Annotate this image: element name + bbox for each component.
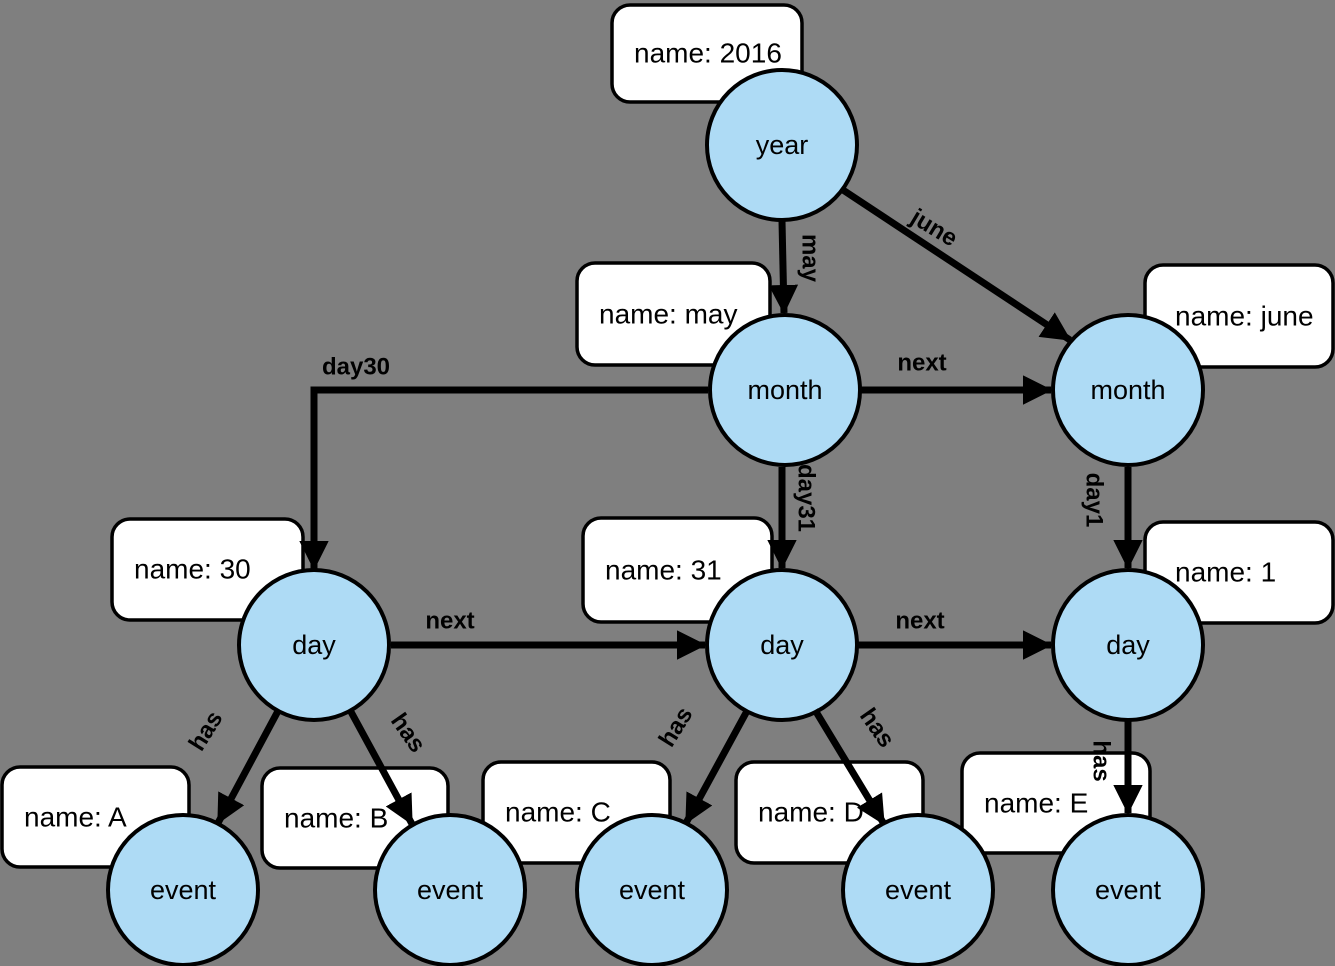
edge-label-day1: day1: [1081, 473, 1108, 528]
node-label-day-31: day: [760, 630, 804, 660]
graph-edges: [214, 187, 1143, 826]
node-label-month-june: month: [1090, 375, 1165, 405]
edge-label-day31: day31: [793, 464, 820, 532]
edge-label-day30: day30: [322, 354, 390, 381]
node-label-event-e: event: [1095, 875, 1162, 905]
edge-label-next-months: next: [897, 350, 946, 377]
graph-node-day-1: [1051, 568, 1205, 722]
edge-day-31-event-d: [812, 708, 887, 826]
graph-node-event-b: [373, 813, 527, 966]
node-label-event-b: event: [417, 875, 484, 905]
node-label-month-may: month: [747, 375, 822, 405]
node-label-event-c: event: [619, 875, 686, 905]
property-boxes: name: 2016 name: may name: june name: 30…: [0, 3, 1335, 870]
property-label-day-1: name: 1: [1175, 557, 1276, 588]
property-label-year: name: 2016: [634, 38, 782, 69]
edge-month-may-day-30: [299, 386, 708, 571]
property-label-month-june: name: june: [1175, 301, 1314, 332]
property-label-event-b: name: B: [284, 803, 388, 834]
property-label-day-31: name: 31: [605, 555, 722, 586]
edge-label-next-day31-1: next: [895, 608, 944, 635]
property-label-event-e: name: E: [984, 788, 1088, 819]
graph-node-event-a: [106, 813, 260, 966]
edge-day-30-event-b: [346, 708, 416, 826]
property-label-month-may: name: may: [599, 299, 738, 330]
property-label-day-30: name: 30: [134, 554, 251, 585]
graph-node-day-31: [705, 568, 859, 722]
node-label-year: year: [756, 130, 809, 160]
edge-year-month-may: [768, 220, 799, 315]
graph-node-year: [705, 68, 859, 222]
property-label-event-a: name: A: [24, 802, 127, 833]
graph-nodes: year month month day day day event event…: [106, 68, 1205, 966]
node-label-day-1: day: [1106, 630, 1150, 660]
graph-node-event-e: [1051, 813, 1205, 966]
edge-label-next-day30-31: next: [425, 608, 474, 635]
property-label-event-d: name: D: [758, 797, 864, 828]
graph-node-event-d: [841, 813, 995, 966]
property-label-event-c: name: C: [505, 797, 611, 828]
graph-node-month-may: [708, 313, 862, 467]
graph-node-month-june: [1051, 313, 1205, 467]
node-label-event-a: event: [150, 875, 217, 905]
node-label-day-30: day: [292, 630, 336, 660]
edge-label-may: may: [797, 234, 824, 283]
edge-day-31-event-c: [682, 709, 751, 825]
node-label-event-d: event: [885, 875, 952, 905]
edge-year-month-june: [841, 187, 1072, 343]
edge-day-30-event-a: [214, 709, 282, 825]
graph-node-event-c: [575, 813, 729, 966]
edge-label-has-e: has: [1088, 740, 1115, 781]
